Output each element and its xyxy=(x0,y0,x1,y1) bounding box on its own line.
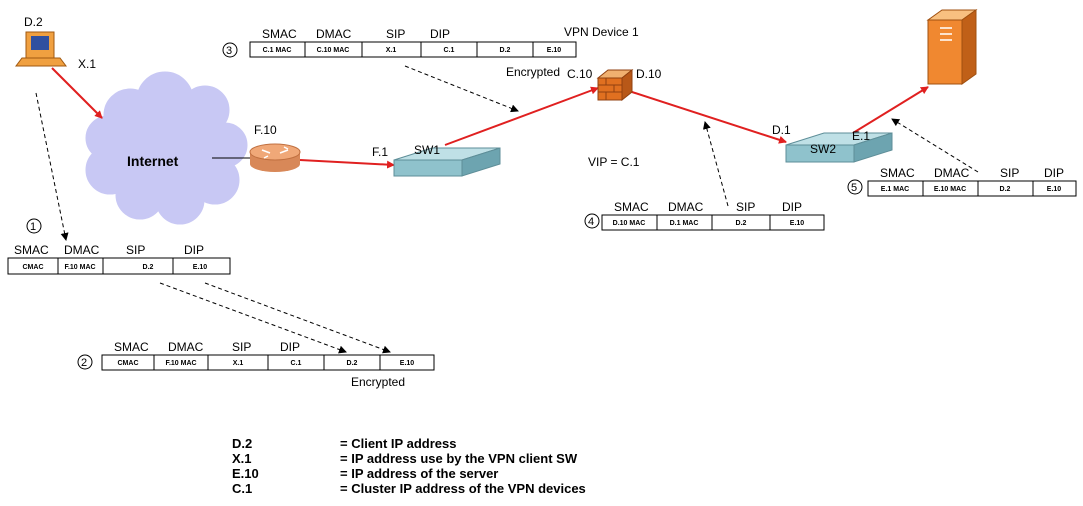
cell-sip: X.1 xyxy=(386,47,397,54)
cell-dmac: C.10 MAC xyxy=(317,47,350,54)
vpn-device-label: VPN Device 1 xyxy=(564,25,639,39)
cell-dmac: F.10 MAC xyxy=(165,360,196,367)
router: F.10 xyxy=(249,123,301,172)
header-sip: SIP xyxy=(1000,166,1019,180)
header-smac: SMAC xyxy=(262,27,297,41)
cell-smac: E.1 MAC xyxy=(881,186,909,193)
header-dmac: DMAC xyxy=(64,243,100,257)
header-sip: SIP xyxy=(126,243,145,257)
router-label: F.10 xyxy=(254,123,277,137)
switch-sw2: D.1 SW2 E.1 xyxy=(772,123,893,163)
link-router-sw1 xyxy=(299,159,395,169)
cell-dip: C.1 xyxy=(291,360,302,367)
cell-dip: E.10 xyxy=(790,220,805,227)
pointer-step-2b xyxy=(204,282,391,354)
switch-sw1: F.1 SW1 xyxy=(372,143,501,177)
legend-term: E.10 xyxy=(232,466,259,481)
cell-dip: C.1 xyxy=(444,47,455,54)
link-sw1-vpn xyxy=(444,86,599,146)
step-number: 4 xyxy=(588,216,594,228)
step-number: 5 xyxy=(851,182,857,194)
legend-definition: = IP address use by the VPN client SW xyxy=(340,451,578,466)
legend-definition: = Cluster IP address of the VPN devices xyxy=(340,481,586,496)
packet-step-2: 2 SMAC DMAC SIP DIP CMAC F.10 MAC X.1 C.… xyxy=(77,340,435,389)
cell-sip: D.2 xyxy=(143,264,154,271)
cell-dip: E.10 xyxy=(193,264,208,271)
cell-inner-dip: E.10 xyxy=(547,47,562,54)
cell-inner-dip: E.10 xyxy=(400,360,415,367)
header-dmac: DMAC xyxy=(668,200,704,214)
cell-smac: CMAC xyxy=(118,360,139,367)
pointer-step-2a xyxy=(159,282,347,354)
step-number: 2 xyxy=(81,357,87,369)
header-sip: SIP xyxy=(232,340,251,354)
vpn-c10-label: C.10 xyxy=(567,67,593,81)
header-dip: DIP xyxy=(184,243,204,257)
header-sip: SIP xyxy=(386,27,405,41)
step-number: 1 xyxy=(30,221,36,233)
packet-pointers xyxy=(35,65,979,354)
encrypted-note: Encrypted xyxy=(351,375,405,389)
client-label: D.2 xyxy=(24,15,43,29)
cell-dmac: E.10 MAC xyxy=(934,186,966,193)
cell-dmac: F.10 MAC xyxy=(64,264,95,271)
cell-inner-sip: D.2 xyxy=(500,47,511,54)
internet-cloud: Internet xyxy=(85,71,248,225)
cell-smac: D.10 MAC xyxy=(613,220,646,227)
cell-smac: CMAC xyxy=(23,264,44,271)
server-port-label: E.1 xyxy=(852,129,870,143)
link-vpn-sw2 xyxy=(631,91,787,144)
header-dmac: DMAC xyxy=(934,166,970,180)
header-dip: DIP xyxy=(280,340,300,354)
pointer-step-4 xyxy=(702,121,729,207)
sw1-port-label: F.1 xyxy=(372,145,388,159)
header-smac: SMAC xyxy=(880,166,915,180)
cell-sip: X.1 xyxy=(233,360,244,367)
header-dmac: DMAC xyxy=(168,340,204,354)
cell-sip: D.2 xyxy=(1000,186,1011,193)
pointer-step-1 xyxy=(35,92,69,241)
legend-definition: = Client IP address xyxy=(340,436,456,451)
encrypted-side-label: Encrypted xyxy=(506,65,560,79)
header-smac: SMAC xyxy=(114,340,149,354)
legend-term: X.1 xyxy=(232,451,252,466)
packet-step-3: 3 SMAC DMAC SIP DIP C.1 MAC C.10 MAC X.1… xyxy=(222,27,577,58)
legend: D.2 = Client IP address X.1 = IP address… xyxy=(232,436,586,496)
vpn-device-firewall: VPN Device 1 Encrypted C.10 D.10 VIP = C… xyxy=(506,25,662,169)
header-dip: DIP xyxy=(430,27,450,41)
sw1-label: SW1 xyxy=(414,143,440,157)
packet-step-5: 5 SMAC DMAC SIP DIP E.1 MAC E.10 MAC D.2… xyxy=(847,166,1077,197)
legend-term: C.1 xyxy=(232,481,252,496)
header-smac: SMAC xyxy=(14,243,49,257)
header-sip: SIP xyxy=(736,200,755,214)
cell-inner-sip: D.2 xyxy=(347,360,358,367)
header-dip: DIP xyxy=(782,200,802,214)
packet-step-4: 4 SMAC DMAC SIP DIP D.10 MAC D.1 MAC D.2… xyxy=(584,200,825,231)
step-number: 3 xyxy=(226,45,232,57)
pointer-step-5 xyxy=(891,118,979,173)
packet-step-1: 1 SMAC DMAC SIP DIP CMAC F.10 MAC D.2 E.… xyxy=(7,218,231,275)
legend-term: D.2 xyxy=(232,436,252,451)
client-pc: D.2 X.1 xyxy=(15,15,96,71)
link-client-internet xyxy=(51,67,103,119)
cell-smac: C.1 MAC xyxy=(263,47,292,54)
header-smac: SMAC xyxy=(614,200,649,214)
server xyxy=(926,9,978,85)
vpn-d10-label: D.10 xyxy=(636,67,662,81)
header-dip: DIP xyxy=(1044,166,1064,180)
sw2-label: SW2 xyxy=(810,142,836,156)
vip-label: VIP = C.1 xyxy=(588,155,640,169)
sw2-port-label: D.1 xyxy=(772,123,791,137)
pointer-step-3 xyxy=(404,65,519,113)
client-ip-label: X.1 xyxy=(78,57,96,71)
cell-sip: D.2 xyxy=(736,220,747,227)
header-dmac: DMAC xyxy=(316,27,352,41)
internet-label: Internet xyxy=(127,153,179,169)
cell-dip: E.10 xyxy=(1047,186,1062,193)
legend-definition: = IP address of the server xyxy=(340,466,498,481)
cell-dmac: D.1 MAC xyxy=(670,220,699,227)
